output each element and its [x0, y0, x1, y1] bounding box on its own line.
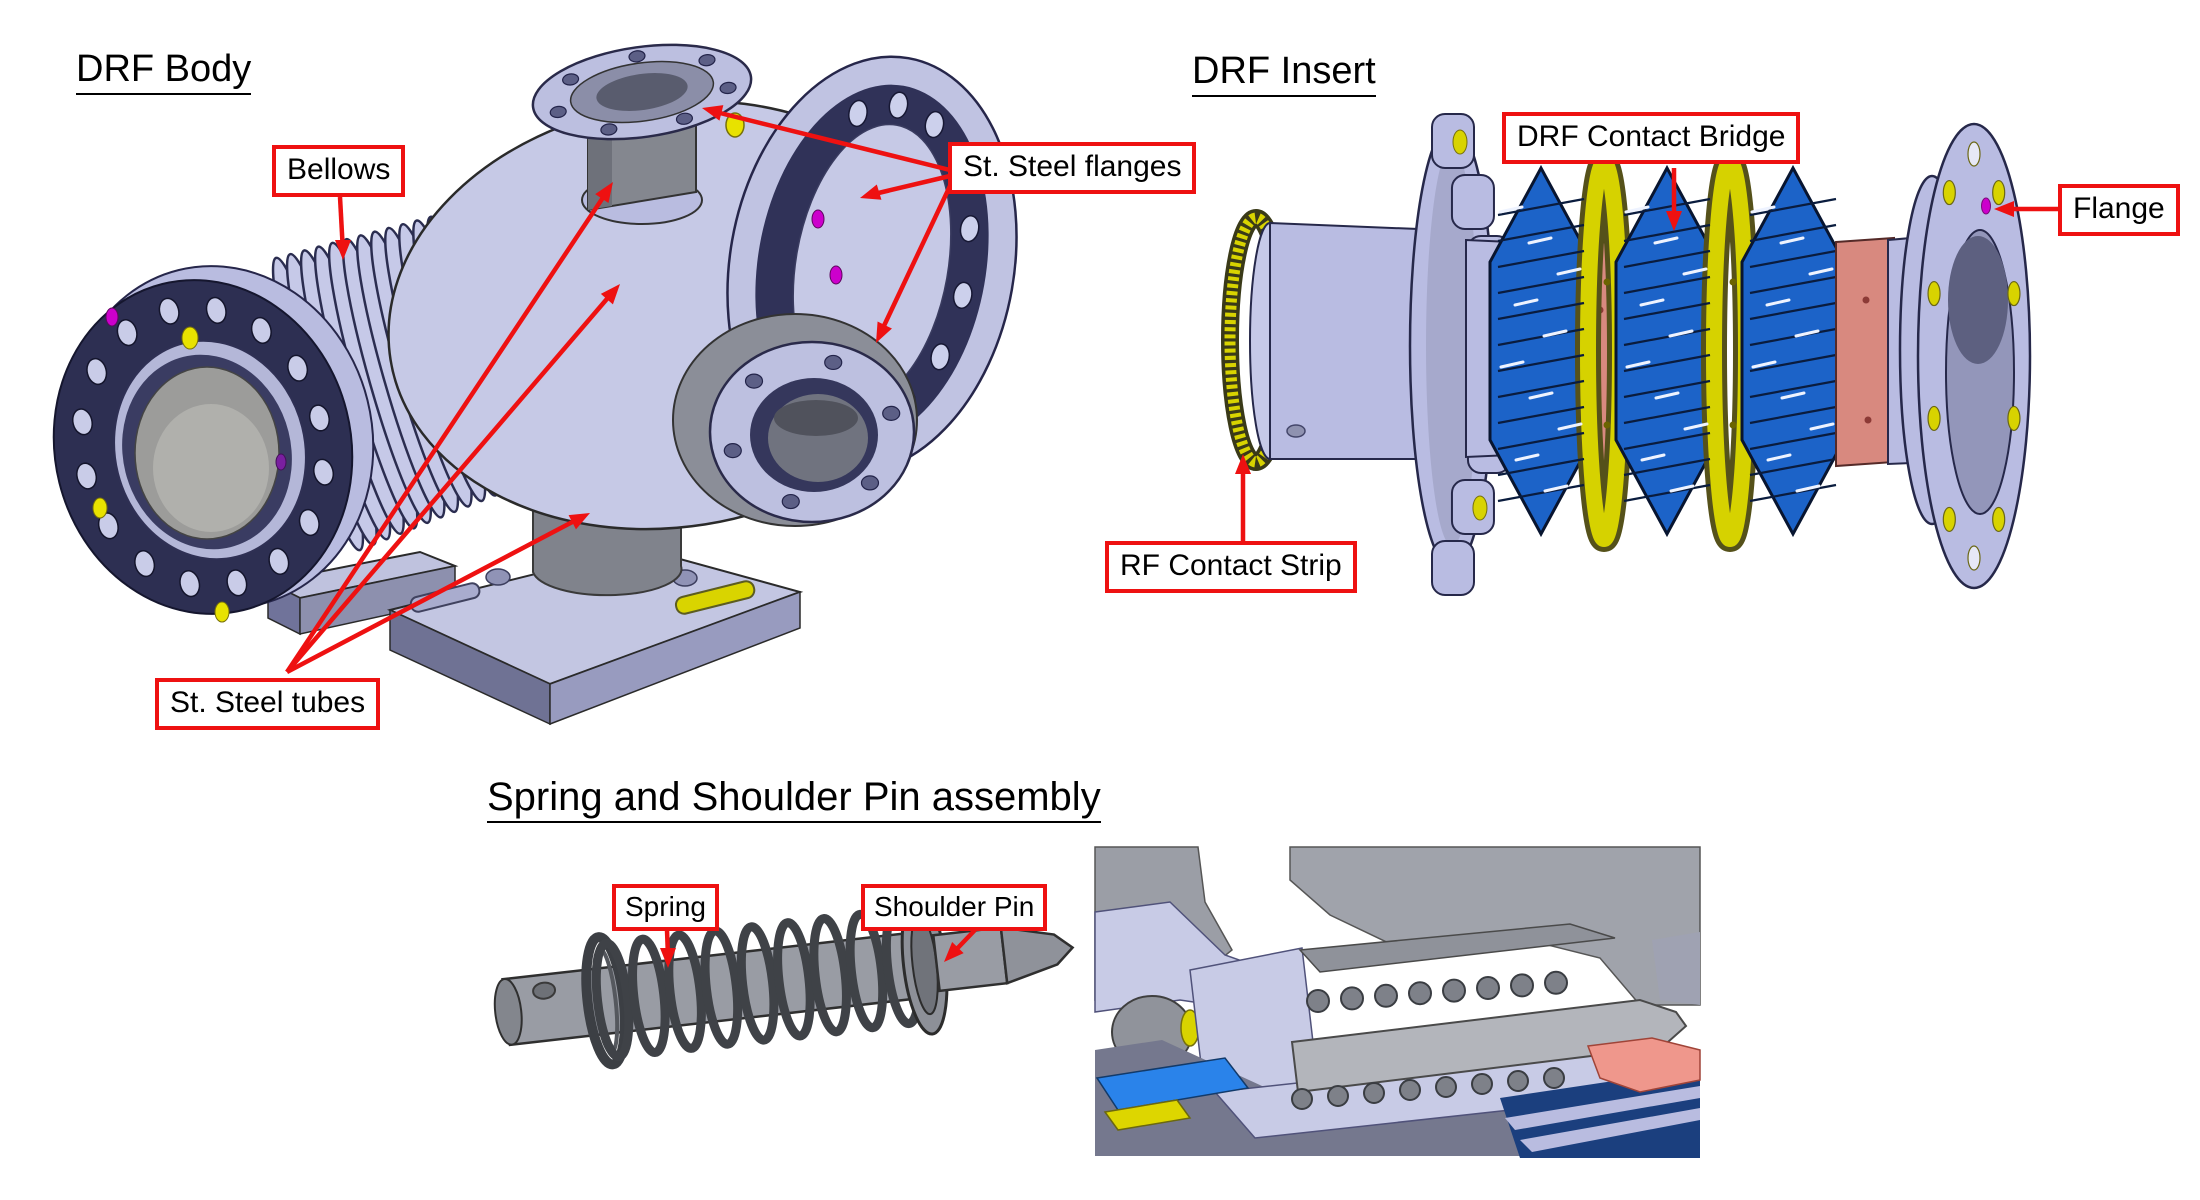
top-port-flange: [531, 43, 753, 141]
drf-body-title: DRF Body: [76, 49, 252, 95]
section-salmon: [1586, 1037, 1701, 1093]
spring-assembly-title: Spring and Shoulder Pin assembly: [487, 776, 1101, 823]
label-shoulder-pin: Shoulder Pin: [861, 884, 1048, 932]
label-steel-tubes: St. Steel tubes: [155, 678, 381, 730]
front-port-flange: [672, 313, 918, 527]
cross-section-view: [1094, 845, 1701, 1158]
callout-arrows: [285, 105, 2058, 968]
drf-insert-model: [1221, 113, 2032, 596]
pin-tip: [999, 926, 1075, 985]
yellow-slot: [674, 580, 756, 615]
drf-insert-title: DRF Insert: [1192, 51, 1376, 97]
label-steel-flanges: St. Steel flanges: [948, 142, 1197, 194]
base-plate: [264, 546, 804, 726]
section-spring-coils: [1291, 970, 1568, 1110]
label-rf-contact-strip: RF Contact Strip: [1105, 541, 1357, 593]
section-pin: [1290, 998, 1688, 1094]
label-contact-bridge: DRF Contact Bridge: [1502, 112, 1801, 164]
bridge-fins: [1497, 197, 1837, 503]
pin-hole: [532, 981, 557, 1000]
left-flange: [52, 265, 375, 623]
contact-bridge-3: [1740, 164, 1846, 538]
label-spring: Spring: [612, 884, 719, 932]
insert-left-cylinder: [1269, 221, 1419, 460]
salmon-band-right: [1835, 236, 1895, 468]
label-flange: Flange: [2058, 184, 2180, 236]
label-bellows: Bellows: [272, 145, 406, 197]
drf-body-model: [52, 43, 1018, 726]
insert-flange-disc: [1898, 122, 2032, 590]
top-port: [531, 43, 753, 225]
